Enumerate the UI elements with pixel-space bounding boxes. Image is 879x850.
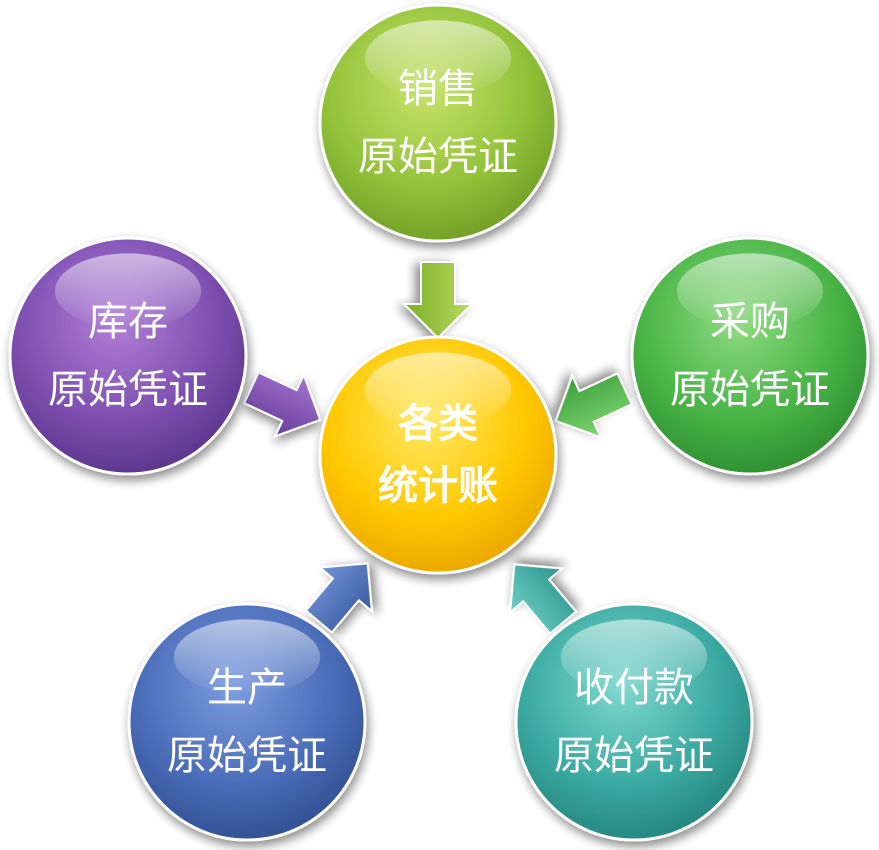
production-arrow [304,562,374,634]
inventory-label-line-1: 库存 [88,299,168,345]
purchase-gloss [676,253,824,329]
center-label-line-2: 统计账 [378,463,498,509]
production-label-line-2: 原始凭证 [167,733,327,779]
purchase-label-line-2: 原始凭证 [670,367,830,413]
sales-label-line-2: 原始凭证 [358,134,518,180]
receipts-label-line-2: 原始凭证 [554,733,714,779]
purchase-label-line-1: 采购 [710,299,790,345]
center-gloss [364,352,512,428]
inventory-label-line-2: 原始凭证 [48,367,208,413]
production-gloss [173,619,321,695]
center-label-line-1: 各类 [398,401,478,447]
inventory-gloss [54,253,202,329]
receipts-label-line-1: 收付款 [574,665,694,711]
production-label-line-1: 生产 [207,665,287,711]
receipts-gloss [560,619,708,695]
receipts-arrow [508,563,578,635]
purchase-arrow [554,372,634,440]
sales-label-line-1: 销售 [398,66,478,112]
sales-arrow [401,261,475,340]
arrows-layer [242,261,634,635]
sales-gloss [364,20,512,96]
inventory-arrow [242,371,322,439]
